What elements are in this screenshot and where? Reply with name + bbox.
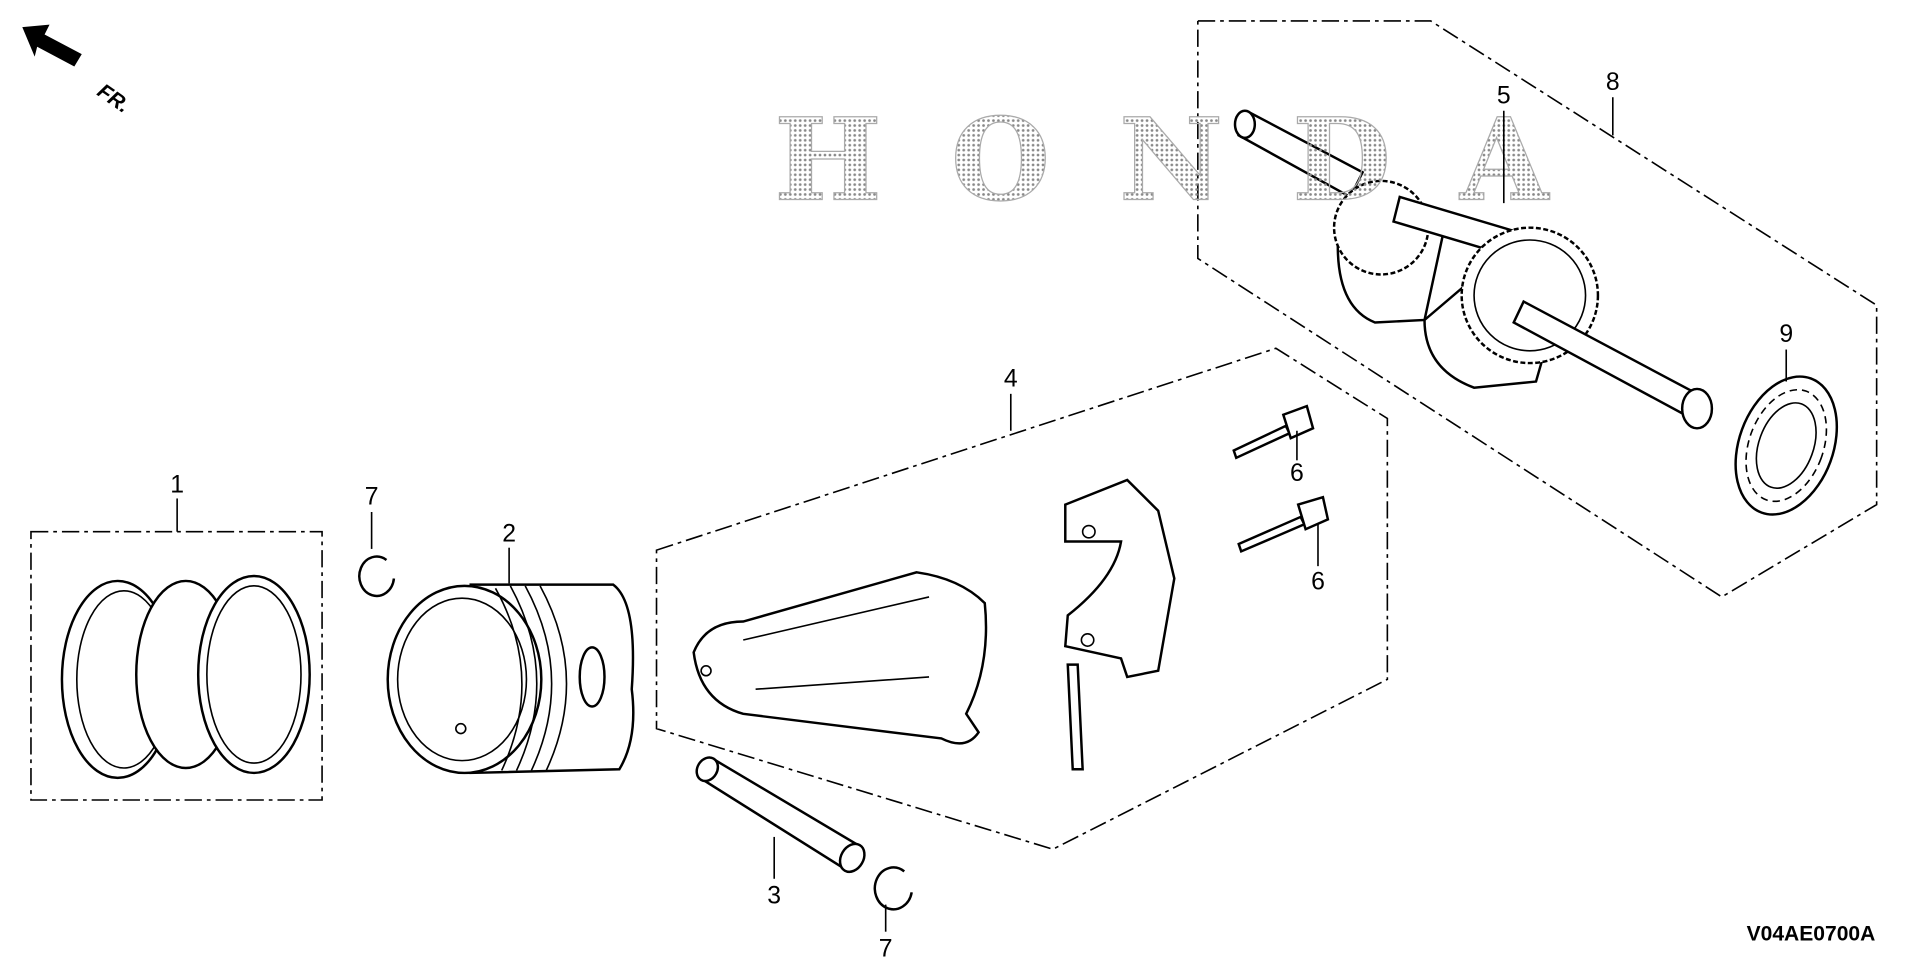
connecting-rod-group-box xyxy=(655,347,1389,851)
connecting-rod-bolt-upper xyxy=(1232,404,1315,460)
svg-text:4: 4 xyxy=(1004,366,1018,393)
callout-9[interactable]: 9 xyxy=(1779,321,1793,382)
svg-text:8: 8 xyxy=(1606,69,1620,96)
front-direction-arrow-icon xyxy=(22,24,82,67)
connecting-rod xyxy=(692,571,988,745)
piston-ring-set xyxy=(60,574,311,780)
callout-8[interactable]: 8 xyxy=(1606,69,1620,136)
svg-text:3: 3 xyxy=(767,882,781,909)
piston-ring-group-box xyxy=(30,530,323,801)
callout-3[interactable]: 3 xyxy=(767,836,781,909)
svg-text:6: 6 xyxy=(1311,569,1325,596)
piston-pin xyxy=(695,756,866,874)
ball-bearing xyxy=(1734,375,1839,516)
piston-pin-clip-upper xyxy=(358,555,396,598)
drawing-code: V04AE0700A xyxy=(1747,922,1876,945)
callout-7b[interactable]: 7 xyxy=(879,904,893,960)
crankshaft xyxy=(1233,109,1714,430)
callout-4[interactable]: 4 xyxy=(1004,366,1018,431)
svg-text:2: 2 xyxy=(502,521,516,548)
callout-6b[interactable]: 6 xyxy=(1311,523,1325,596)
front-direction-label: FR. xyxy=(93,80,134,118)
connecting-rod-cap xyxy=(1063,478,1176,771)
connecting-rod-bolt-lower xyxy=(1237,495,1330,554)
piston xyxy=(386,583,635,775)
svg-text:7: 7 xyxy=(365,484,379,511)
callout-1[interactable]: 1 xyxy=(170,471,184,532)
callout-2[interactable]: 2 xyxy=(502,521,516,584)
svg-text:1: 1 xyxy=(170,471,184,498)
callout-7a[interactable]: 7 xyxy=(365,484,379,549)
svg-text:6: 6 xyxy=(1290,460,1304,487)
piston-pin-clip-lower xyxy=(873,866,913,911)
svg-text:9: 9 xyxy=(1779,321,1793,348)
callout-5[interactable]: 5 xyxy=(1497,82,1511,204)
callout-6a[interactable]: 6 xyxy=(1290,430,1304,487)
svg-text:5: 5 xyxy=(1497,82,1511,109)
crankshaft-group-box xyxy=(1197,20,1878,598)
svg-text:7: 7 xyxy=(879,935,893,960)
